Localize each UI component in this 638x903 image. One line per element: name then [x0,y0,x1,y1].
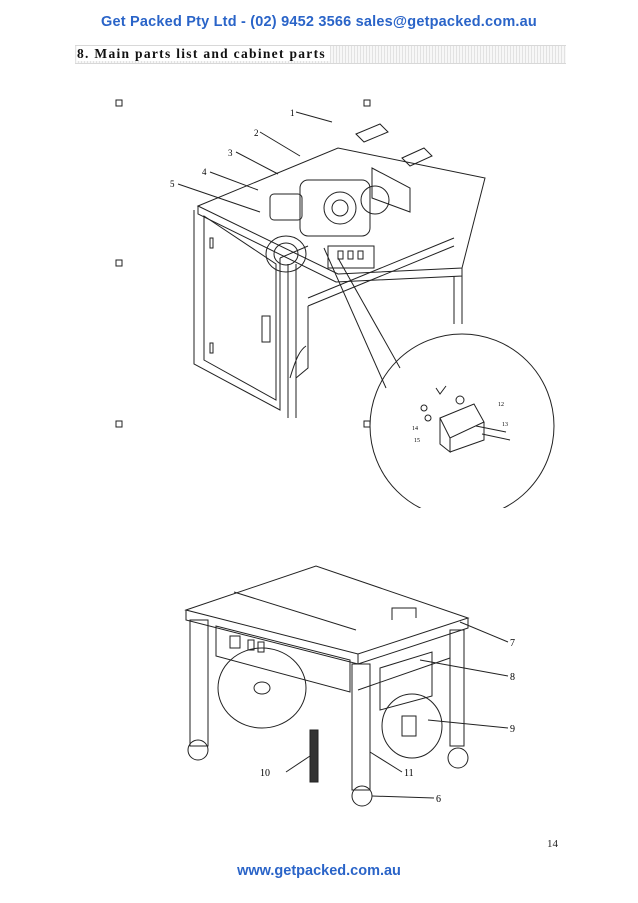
detail-circle [369,333,555,508]
strap-reel [217,647,307,729]
detail-callout-13: 13 [502,422,508,428]
bullet-square [363,99,371,107]
callout-4: 4 [202,167,207,177]
caster-front-left [187,739,209,761]
bullet-square [363,420,371,428]
front-panel [215,625,351,693]
section-title: 8. Main parts list and cabinet parts [77,46,330,61]
reel-wheel [265,235,307,273]
footer-website-link[interactable]: www.getpacked.com.au [237,863,401,879]
leg-front-right [351,663,371,791]
callout-6: 6 [436,794,441,805]
detail-callout-12: 12 [498,402,504,408]
bullet-square [115,420,123,428]
motor-block [299,179,371,237]
table-top [196,147,486,275]
callout-5: 5 [170,179,175,189]
cabinet-handle [261,315,271,343]
callout-9: 9 [510,724,515,735]
callout-1: 1 [290,108,295,118]
callout-7: 7 [510,638,515,649]
callout-8: 8 [510,672,515,683]
cabinet-parts-diagram: 1 2 3 4 5 12 13 14 15 [115,99,555,508]
callout-10: 10 [260,768,270,779]
caster-rear-right [447,747,469,769]
callout-2: 2 [254,128,259,138]
leg-rear-right [449,629,465,747]
bullet-square [115,259,123,267]
bullet-square [115,99,123,107]
strap [309,729,319,783]
callout-3: 3 [228,148,233,158]
callout-11: 11 [404,768,414,779]
machine-table-top [184,565,470,655]
caster-front-right [351,785,373,807]
detail-ellipse [381,693,443,759]
detail-callout-14: 14 [412,426,418,432]
control-panel [327,245,375,269]
leg-front-left [189,619,209,747]
page-number: 14 [547,838,558,850]
header-contact-line: Get Packed Pty Ltd - (02) 9452 3566 sale… [101,14,537,30]
cabinet-body [193,210,281,411]
machine-frame-diagram: 7 8 9 10 11 6 [184,565,515,807]
detail-callout-15: 15 [414,438,420,444]
